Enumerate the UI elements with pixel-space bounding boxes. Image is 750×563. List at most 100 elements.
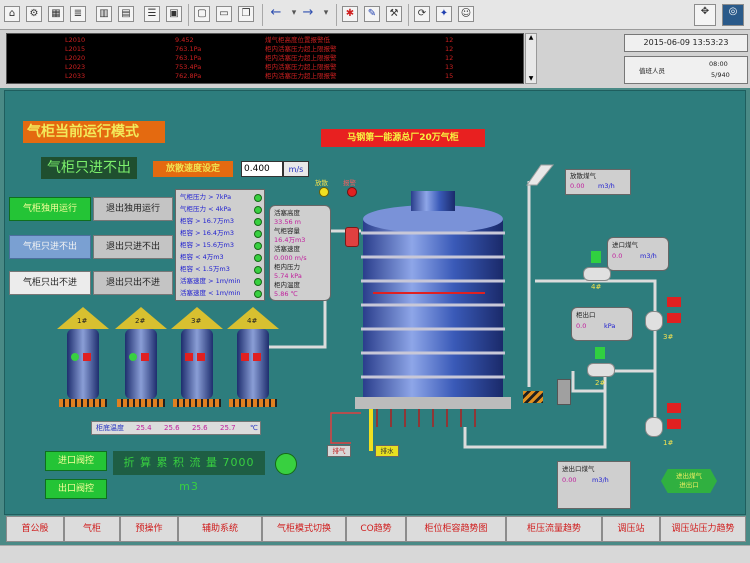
status-dot	[254, 218, 262, 226]
chevron-down-icon[interactable]: ▾	[291, 8, 297, 18]
alarm-list[interactable]: L2010 9.452 煤气柜高度位置报警低 12 L2015 763.1Pa …	[6, 33, 524, 84]
blower-id: 4#	[247, 317, 258, 325]
bottom-nav: 首公殷 气柜 预操作 辅助系统 气柜模式切换 CO趋势 柜位柜容趋势图 柜压流量…	[6, 516, 746, 542]
settings-icon[interactable]: ⚙	[26, 6, 42, 22]
temp-value: 25.4	[136, 424, 152, 432]
mode-outonly-button[interactable]: 气柜只出不进	[9, 271, 91, 295]
nav-mode-switch[interactable]: 气柜模式切换	[262, 516, 346, 542]
valve-4[interactable]: 4#	[581, 251, 615, 295]
print-preview-icon[interactable]: ▢	[194, 6, 210, 22]
blower-2[interactable]: 2#	[115, 307, 167, 415]
temp-value: 25.7	[220, 424, 236, 432]
back-icon[interactable]: ←	[270, 5, 282, 20]
nav-auxiliary[interactable]: 辅助系统	[178, 516, 262, 542]
holder-valve-icon[interactable]	[345, 227, 359, 247]
exit-independent-button[interactable]: 退出独用运行	[93, 197, 173, 221]
vent-flow-panel: 放散煤气 0.00 m3/h	[565, 169, 631, 195]
table-icon[interactable]: ☰	[144, 6, 160, 22]
alarm-row[interactable]: L2023 753.4Pa 柜内活塞压力超上限报警 13	[65, 63, 454, 71]
status-dot	[254, 206, 262, 214]
user-info: 值班人员 08:00 5/940	[624, 56, 748, 84]
status-dot	[254, 266, 262, 274]
stop-indicator	[185, 353, 193, 361]
mode-inonly-button[interactable]: 气柜只进不出	[9, 235, 91, 259]
valve-2[interactable]: 2#	[585, 347, 619, 391]
setpoint-unit: m/s	[283, 161, 309, 177]
mode-independent-button[interactable]: 气柜独用运行	[9, 197, 91, 221]
tool-icon[interactable]: ⚒	[386, 6, 402, 22]
logo-icon: ◎	[722, 4, 744, 26]
nav-gas-holder[interactable]: 气柜	[64, 516, 120, 542]
user-label: 值班人员	[639, 67, 665, 75]
total-flow-display: 折 算 累 积 流 量 7000 m3	[113, 451, 265, 493]
chevron-down-icon[interactable]: ▼	[528, 75, 534, 82]
report-icon[interactable]: ▤	[118, 6, 134, 22]
toolbar: ⌂ ⚙ ▦ ≣ ▥ ▤ ☰ ▣ ▢ ▭ ❐ ← ▾ → ▾ ✱ ✎ ⚒ ⟳ ✦ …	[0, 0, 750, 30]
blower-1[interactable]: 1#	[57, 307, 109, 415]
setpoint-input[interactable]	[241, 161, 283, 177]
temperature-bar: 柜底温度 25.4 25.6 25.6 25.7 ℃	[91, 421, 261, 435]
refresh-icon[interactable]: ⟳	[414, 6, 430, 22]
chevron-up-icon[interactable]: ▲	[528, 34, 534, 41]
bluetooth-icon[interactable]: ✦	[436, 6, 452, 22]
blower-id: 1#	[77, 317, 88, 325]
nav-co-trend[interactable]: CO趋势	[346, 516, 406, 542]
copy-icon[interactable]: ❐	[238, 6, 254, 22]
edit-icon[interactable]: ✎	[364, 6, 380, 22]
home-icon[interactable]: ⌂	[4, 6, 20, 22]
outlet-valve-button[interactable]: 出口阀控	[45, 479, 107, 499]
grid-icon[interactable]: ▦	[48, 6, 64, 22]
alarm-row[interactable]: L2015 763.1Pa 柜内活塞压力超上限报警 12	[65, 45, 454, 53]
drain-tank-icon	[557, 379, 571, 405]
nav-pressure-flow-trend[interactable]: 柜压流量趋势	[506, 516, 602, 542]
stop-indicator	[83, 353, 91, 361]
shift-time: 08:00	[709, 60, 728, 68]
blower-4[interactable]: 4#	[227, 307, 279, 415]
mode-value: 气柜只进不出	[41, 157, 137, 179]
hazard-marker-icon	[523, 391, 543, 403]
valve-1[interactable]: 1#	[645, 403, 685, 453]
exit-inonly-button[interactable]: 退出只进不出	[93, 235, 173, 259]
image-icon[interactable]: ▣	[166, 6, 182, 22]
blower-id: 3#	[191, 317, 202, 325]
chevron-down-icon[interactable]: ▾	[323, 8, 329, 18]
valve-3[interactable]: 3#	[645, 297, 685, 347]
alarm-scrollbar[interactable]: ▲ ▼	[525, 33, 537, 84]
exit-outonly-button[interactable]: 退出只出不进	[93, 271, 173, 295]
mode-title: 气柜当前运行模式	[23, 121, 165, 143]
blower-id: 2#	[135, 317, 146, 325]
pipe-tag-exhaust: 排气	[327, 445, 351, 457]
vent-indicator	[319, 187, 329, 197]
inlet-flow-panel: 进口煤气 0.0 m3/h	[607, 237, 669, 271]
nav-regulator[interactable]: 调压站	[602, 516, 660, 542]
alarm-icon[interactable]: ✱	[342, 6, 358, 22]
forward-icon[interactable]: →	[302, 5, 314, 20]
map-icon[interactable]: ✥	[694, 4, 716, 26]
temp-label: 柜底温度	[96, 424, 124, 432]
alarm-row[interactable]: L2033 762.8Pa 柜内活塞压力超上限报警 15	[65, 72, 454, 80]
list-icon[interactable]: ≣	[70, 6, 86, 22]
stop-indicator	[141, 353, 149, 361]
blower-3[interactable]: 3#	[171, 307, 223, 415]
vent-indicator-label: 放散	[315, 179, 328, 187]
user-key-icon[interactable]: ☺	[458, 6, 474, 22]
alarm-indicator	[347, 187, 357, 197]
status-dot	[254, 242, 262, 250]
alarm-row[interactable]: L2020 763.1Pa 柜内活塞压力超上限报警 12	[65, 54, 454, 62]
nav-pre-operation[interactable]: 预操作	[120, 516, 178, 542]
nav-regulator-trend[interactable]: 调压站压力趋势	[660, 516, 746, 542]
inlet-valve-button[interactable]: 进口阀控	[45, 451, 107, 471]
page-icon[interactable]: ▭	[216, 6, 232, 22]
status-dot	[254, 194, 262, 202]
gauge-panel: 活塞高度 33.56 m 气柜容量 16.4万m3 活塞速度 0.000 m/s…	[269, 205, 331, 301]
alarm-row[interactable]: L2010 9.452 煤气柜高度位置报警低 12	[65, 36, 454, 44]
status-dot	[254, 230, 262, 238]
run-indicator	[71, 353, 79, 361]
status-dot	[254, 254, 262, 262]
alarm-indicator-label: 报警	[343, 179, 356, 187]
chart-icon[interactable]: ▥	[96, 6, 112, 22]
nav-level-trend[interactable]: 柜位柜容趋势图	[406, 516, 506, 542]
gas-holder	[355, 191, 511, 409]
status-panel: 气柜压力 > 7kPa 气柜压力 < 4kPa 柜容 > 16.7万m3 柜容 …	[175, 189, 265, 301]
nav-home[interactable]: 首公殷	[6, 516, 64, 542]
